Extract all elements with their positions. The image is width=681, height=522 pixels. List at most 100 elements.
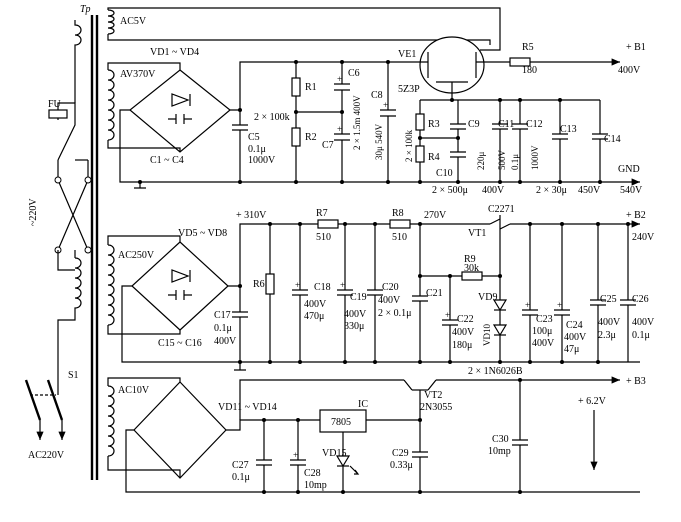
bridge-vd5-vd8 — [131, 241, 229, 331]
c18-label: C18 — [314, 282, 331, 293]
r4-label: R4 — [428, 152, 440, 163]
c12-value-1: 0.1μ — [510, 154, 520, 170]
c11-label: C11 — [498, 119, 514, 130]
c26-value-1: 400V — [632, 317, 655, 328]
c11-value: 500V — [497, 150, 507, 171]
c23-value-2: 400V — [532, 338, 555, 349]
bridge-vd11-vd14 — [133, 381, 227, 479]
resistor-r3 — [415, 113, 425, 131]
c19-value-2: 330μ — [344, 321, 364, 332]
r1-label: R1 — [305, 82, 317, 93]
c10-label: C10 — [436, 168, 453, 179]
c28-value: 10mp — [304, 480, 327, 491]
c20-value-2: 2 × 0.1μ — [378, 308, 412, 319]
mv-winding-label: AC250V — [118, 250, 155, 261]
regulator-ic-7805 — [319, 400, 421, 456]
svg-text:+: + — [293, 450, 298, 460]
c27-label: C27 — [232, 460, 249, 471]
b3-output-label: + B3 — [626, 376, 646, 387]
r7-value: 510 — [316, 232, 331, 243]
c9-value: 220μ — [476, 152, 486, 171]
svg-text:+: + — [557, 300, 562, 310]
c8-label: C8 — [371, 90, 383, 101]
c24-value-2: 47μ — [564, 344, 579, 355]
c10-value: 2 × 500μ — [432, 185, 468, 196]
c21-label: C21 — [426, 288, 443, 299]
svg-text:+: + — [383, 100, 388, 110]
c18-value-1: 400V — [304, 299, 327, 310]
b2-output-label: + B2 — [626, 210, 646, 221]
lv-section: AC10V VD11 ~ VD14 C27 0.1μ + C28 10mp IC… — [107, 376, 646, 494]
r34-value: 2 × 100k — [404, 129, 414, 162]
c29-value: 0.33μ — [390, 460, 413, 471]
mains-label: AC220V — [28, 450, 65, 461]
r7-label: R7 — [316, 208, 328, 219]
c23-value-1: 100μ — [532, 326, 552, 337]
svg-text:+: + — [337, 124, 342, 134]
bridge-vd1-vd4 — [129, 69, 231, 153]
tube-ve1 — [419, 36, 510, 100]
c26-label: C26 — [632, 294, 649, 305]
resistor-r1 — [291, 77, 301, 97]
r8-value: 510 — [392, 232, 407, 243]
bridge-2-caps-label: C15 ~ C16 — [158, 338, 202, 349]
r3-label: R3 — [428, 119, 440, 130]
c29-label: C29 — [392, 448, 409, 459]
svg-text:+: + — [340, 280, 345, 290]
mains-input: FU ~220V S1 AC220V — [24, 20, 92, 461]
v270-label: 270V — [424, 210, 447, 221]
r2-label: R2 — [305, 132, 317, 143]
b3-voltage-label: + 6.2V — [578, 396, 607, 407]
c30-value: 10mp — [488, 446, 511, 457]
transistor-vt2 — [239, 376, 620, 420]
c30-label: C30 — [492, 434, 509, 445]
c17-label: C17 — [214, 310, 231, 321]
c22-label: C22 — [457, 314, 474, 325]
c12-value-2: 1000V — [530, 145, 540, 170]
c22-value-1: 400V — [452, 327, 475, 338]
resistor-r2 — [291, 127, 301, 147]
c18-value-2: 470μ — [304, 311, 324, 322]
r6-label: R6 — [253, 279, 265, 290]
tube-type-label: 5Z3P — [398, 84, 420, 95]
c7-label: C7 — [322, 140, 334, 151]
vt1-type-label: C2271 — [488, 204, 515, 215]
c17-value-1: 0.1μ — [214, 323, 232, 334]
resistor-r7 — [317, 219, 339, 229]
led-vd15 — [335, 455, 360, 492]
resistor-r8 — [389, 219, 411, 229]
svg-text:+: + — [337, 74, 342, 84]
primary-voltage-label: ~220V — [28, 198, 39, 226]
r9-label: R9 — [464, 254, 476, 265]
c25-label: C25 — [600, 294, 617, 305]
c67-value: 2 × 1.5m 400V — [352, 95, 362, 150]
bridge-1-caps-label: C1 ~ C4 — [150, 155, 184, 166]
c22-value-2: 180μ — [452, 340, 472, 351]
c24-value-1: 400V — [564, 332, 587, 343]
mv-section: AC250V VD5 ~ VD8 C15 ~ C16 + 310V C17 0.… — [107, 204, 655, 377]
svg-text:+: + — [445, 310, 450, 320]
tube-label: VE1 — [398, 49, 416, 60]
resistor-r6 — [265, 273, 275, 295]
vt2-label: VT2 — [424, 390, 442, 401]
c20-label: C20 — [382, 282, 399, 293]
c6-label: C6 — [348, 68, 360, 79]
c26-value-2: 0.1μ — [632, 330, 650, 341]
zener-type-label: 2 × 1N6026B — [468, 366, 523, 377]
gnd-label: GND — [618, 164, 640, 175]
transistor-vt1 — [489, 215, 640, 276]
gnd-voltage-label: 540V — [620, 185, 643, 196]
c17-value-2: 400V — [214, 336, 237, 347]
lv-winding-label: AC10V — [118, 385, 150, 396]
switch-s1[interactable] — [24, 370, 64, 421]
c24-label: C24 — [566, 320, 583, 331]
bridge-2-label: VD5 ~ VD8 — [178, 228, 227, 239]
vd9-label: VD9 — [478, 292, 497, 303]
c9-label: C9 — [468, 119, 480, 130]
c8-value: 30μ 540V — [374, 123, 384, 160]
c5-value-2: 1000V — [248, 155, 276, 166]
r8-label: R8 — [392, 208, 404, 219]
c14-label: C14 — [604, 134, 621, 145]
c25-value-1: 400V — [598, 317, 621, 328]
r5-value: 180 — [522, 65, 537, 76]
